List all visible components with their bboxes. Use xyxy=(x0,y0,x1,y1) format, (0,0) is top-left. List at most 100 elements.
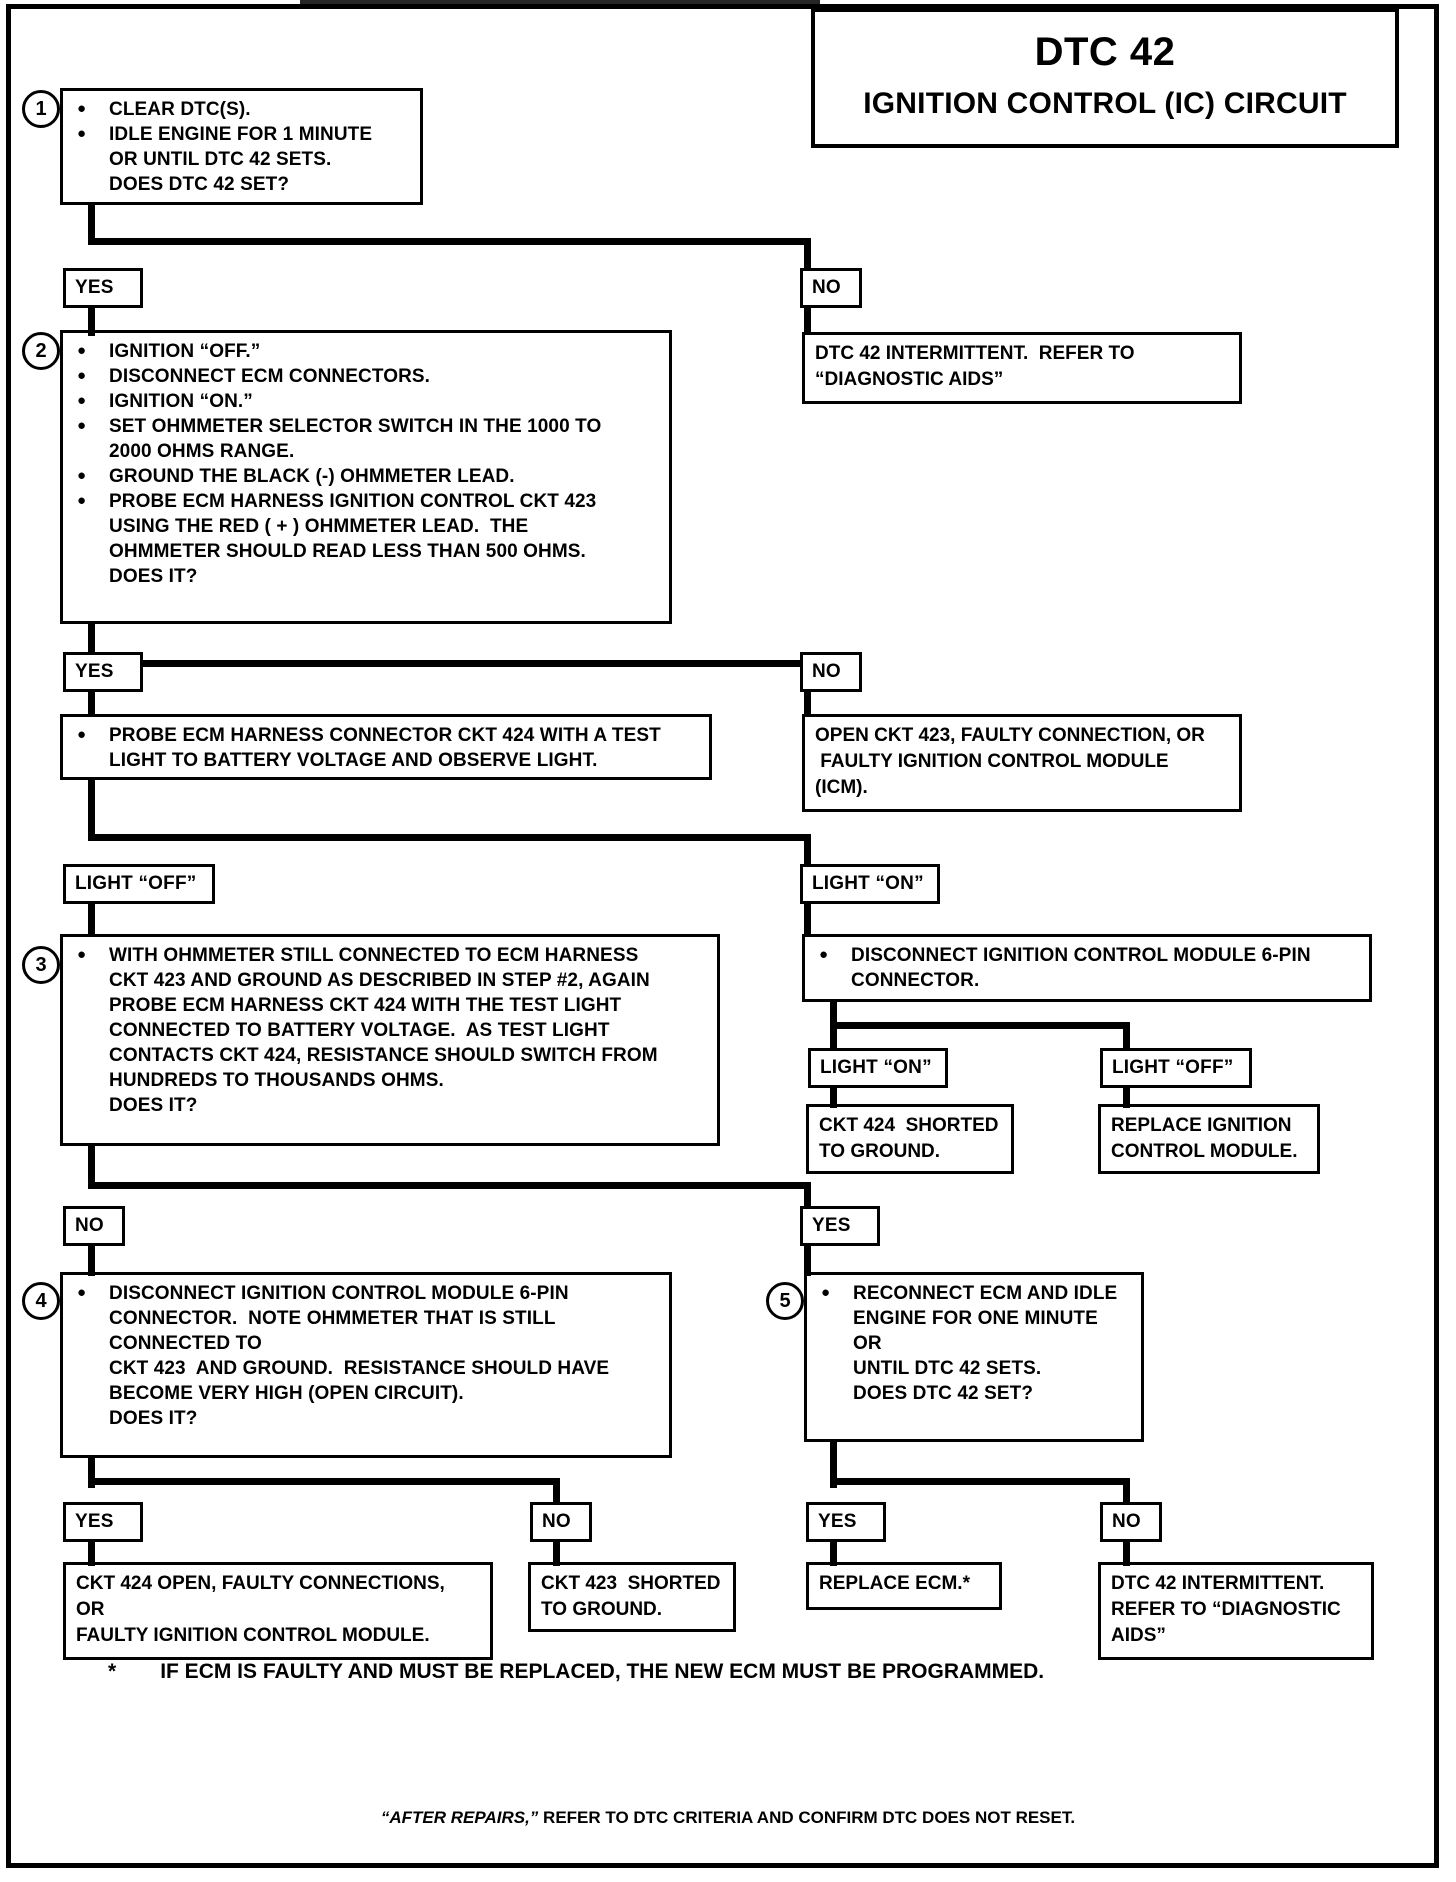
step-2-line-1: DISCONNECT ECM CONNECTORS. xyxy=(73,363,659,389)
connector-s2b-to-lighton xyxy=(804,834,811,870)
step-3-line-6: DOES IT? xyxy=(109,1095,198,1116)
step-5-line-2: OR xyxy=(853,1333,882,1354)
result-6-line-1: TO GROUND. xyxy=(541,1599,663,1620)
label-no-3: NO xyxy=(63,1206,125,1246)
result-open-ckt423-box: OPEN CKT 423, FAULTY CONNECTION, OR FAUL… xyxy=(802,714,1242,812)
title-block: DTC 42 IGNITION CONTROL (IC) CIRCUIT xyxy=(811,8,1399,148)
step-5-line-0: RECONNECT ECM AND IDLE xyxy=(817,1280,1131,1306)
step-number-2: 2 xyxy=(22,332,60,370)
connector-yes1-down xyxy=(88,306,95,336)
step-2-line-8: OHMMETER SHOULD READ LESS THAN 500 OHMS. xyxy=(109,541,586,562)
connector-yes2-down xyxy=(88,690,95,716)
step-2-line-7: USING THE RED ( + ) OHMMETER LEAD. THE xyxy=(109,516,529,537)
footer-note: “AFTER REPAIRS,” REFER TO DTC CRITERIA A… xyxy=(0,1808,1456,1828)
result-8-line-2: AIDS” xyxy=(1111,1625,1166,1646)
step-4-line-1: CONNECTOR. NOTE OHMMETER THAT IS STILL xyxy=(109,1308,556,1329)
label-yes-4: YES xyxy=(63,1502,143,1542)
step-2-line-4: 2000 OHMS RANGE. xyxy=(109,441,295,462)
connector-step4-down xyxy=(88,1458,95,1488)
step-number-4: 4 xyxy=(22,1282,60,1320)
label-light-off-2: LIGHT “OFF” xyxy=(1100,1048,1252,1088)
dtc-circuit-subtitle: IGNITION CONTROL (IC) CIRCUIT xyxy=(863,87,1347,120)
connector-no4-down xyxy=(553,1540,560,1566)
step-number-1: 1 xyxy=(22,90,60,128)
result-intermittent-2-box: DTC 42 INTERMITTENT. REFER TO “DIAGNOSTI… xyxy=(1098,1562,1374,1660)
step-3-line-2: PROBE ECM HARNESS CKT 424 WITH THE TEST … xyxy=(109,995,622,1016)
connector-step4-bus xyxy=(88,1478,560,1485)
step-4-line-0: DISCONNECT IGNITION CONTROL MODULE 6-PIN xyxy=(73,1280,659,1306)
connector-no3-down xyxy=(88,1244,95,1276)
step-1-line-0: CLEAR DTC(S). xyxy=(73,96,410,122)
result-ckt424-shorted-box: CKT 424 SHORTED TO GROUND. xyxy=(806,1104,1014,1174)
result-4-line-0: REPLACE IGNITION xyxy=(1111,1115,1292,1136)
result-5-line-0: CKT 424 OPEN, FAULTY CONNECTIONS, xyxy=(76,1573,445,1594)
connector-s2b-down xyxy=(88,780,95,840)
connector-s2b-bus xyxy=(88,834,811,841)
label-yes-2: YES xyxy=(63,652,143,692)
step-5-line-1: ENGINE FOR ONE MINUTE xyxy=(853,1308,1098,1329)
step-1-line-2: OR UNTIL DTC 42 SETS. xyxy=(109,149,332,170)
label-no-1: NO xyxy=(800,268,862,308)
connector-no1-down xyxy=(804,306,811,334)
step-5-line-3: UNTIL DTC 42 SETS. xyxy=(853,1358,1042,1379)
connector-icm-right xyxy=(1123,1022,1130,1056)
connector-step1-down xyxy=(88,205,95,245)
connector-lightoff2-down xyxy=(1123,1086,1130,1108)
label-yes-5: YES xyxy=(806,1502,886,1542)
step-1-lines: CLEAR DTC(S). IDLE ENGINE FOR 1 MINUTE O… xyxy=(73,96,410,197)
step-2-line-6: PROBE ECM HARNESS IGNITION CONTROL CKT 4… xyxy=(73,488,659,514)
connector-step2-bus xyxy=(88,660,811,667)
result-4-line-1: CONTROL MODULE. xyxy=(1111,1141,1298,1162)
result-ckt424-open-box: CKT 424 OPEN, FAULTY CONNECTIONS, OR FAU… xyxy=(63,1562,493,1660)
step-2-line-3: SET OHMMETER SELECTOR SWITCH IN THE 1000… xyxy=(73,413,659,439)
connector-yes3-down xyxy=(804,1244,811,1276)
step-2-line-5: GROUND THE BLACK (-) OHMMETER LEAD. xyxy=(73,463,659,489)
step-1-box: CLEAR DTC(S). IDLE ENGINE FOR 1 MINUTE O… xyxy=(60,88,423,205)
label-no-4: NO xyxy=(530,1502,592,1542)
connector-step1-bus xyxy=(88,238,811,245)
step-3-line-5: HUNDREDS TO THOUSANDS OHMS. xyxy=(109,1070,444,1091)
result-3-line-0: CKT 424 SHORTED xyxy=(819,1115,999,1136)
connector-lighton1-down xyxy=(804,902,811,936)
result-7-line-0: REPLACE ECM.* xyxy=(819,1573,970,1594)
step-4-line-4: BECOME VERY HIGH (OPEN CIRCUIT). xyxy=(109,1383,464,1404)
step-number-3: 3 xyxy=(22,946,60,984)
label-no-2: NO xyxy=(800,652,862,692)
result-1-line-1: “DIAGNOSTIC AIDS” xyxy=(815,369,1004,390)
step-2-line-2: IGNITION “ON.” xyxy=(73,388,659,414)
connector-yes5-down xyxy=(830,1540,837,1566)
footnote: *IF ECM IS FAULTY AND MUST BE REPLACED, … xyxy=(108,1660,1044,1684)
label-light-on-1: LIGHT “ON” xyxy=(800,864,940,904)
label-yes-1: YES xyxy=(63,268,143,308)
connector-step5-bus xyxy=(830,1478,1130,1485)
s3r-line-1: CONNECTOR. xyxy=(851,970,980,991)
label-yes-3: YES xyxy=(800,1206,880,1246)
disconnect-icm-box: DISCONNECT IGNITION CONTROL MODULE 6-PIN… xyxy=(802,934,1372,1002)
connector-step4-right xyxy=(553,1478,560,1510)
s2b-line-1: LIGHT TO BATTERY VOLTAGE AND OBSERVE LIG… xyxy=(109,750,598,771)
result-intermittent-box: DTC 42 INTERMITTENT. REFER TO “DIAGNOSTI… xyxy=(802,332,1242,404)
label-light-on-2: LIGHT “ON” xyxy=(808,1048,948,1088)
connector-icm-left xyxy=(830,1022,837,1056)
step-5-box: RECONNECT ECM AND IDLE ENGINE FOR ONE MI… xyxy=(804,1272,1144,1442)
label-light-off-1: LIGHT “OFF” xyxy=(63,864,215,904)
connector-lighton2-down xyxy=(830,1086,837,1108)
step-5-lines: RECONNECT ECM AND IDLE ENGINE FOR ONE MI… xyxy=(817,1280,1131,1406)
step-3-box: WITH OHMMETER STILL CONNECTED TO ECM HAR… xyxy=(60,934,720,1146)
s2b-line-0: PROBE ECM HARNESS CONNECTOR CKT 424 WITH… xyxy=(73,722,699,748)
step-number-5: 5 xyxy=(766,1282,804,1320)
connector-step3-down xyxy=(88,1146,95,1188)
connector-yes4-down xyxy=(88,1540,95,1566)
footer-quoted: “AFTER REPAIRS,” xyxy=(380,1808,539,1827)
footnote-text: IF ECM IS FAULTY AND MUST BE REPLACED, T… xyxy=(160,1660,1045,1683)
result-5-line-1: OR xyxy=(76,1599,105,1620)
connector-step3-to-yes xyxy=(804,1182,811,1212)
result-1-line-0: DTC 42 INTERMITTENT. REFER TO xyxy=(815,343,1135,364)
connector-step1-to-no xyxy=(804,238,811,276)
connector-step5-right xyxy=(1123,1478,1130,1510)
step-4-line-3: CKT 423 AND GROUND. RESISTANCE SHOULD HA… xyxy=(109,1358,610,1379)
step-3-line-4: CONTACTS CKT 424, RESISTANCE SHOULD SWIT… xyxy=(109,1045,658,1066)
page-border xyxy=(6,4,1439,1868)
step-3-line-3: CONNECTED TO BATTERY VOLTAGE. AS TEST LI… xyxy=(109,1020,610,1041)
